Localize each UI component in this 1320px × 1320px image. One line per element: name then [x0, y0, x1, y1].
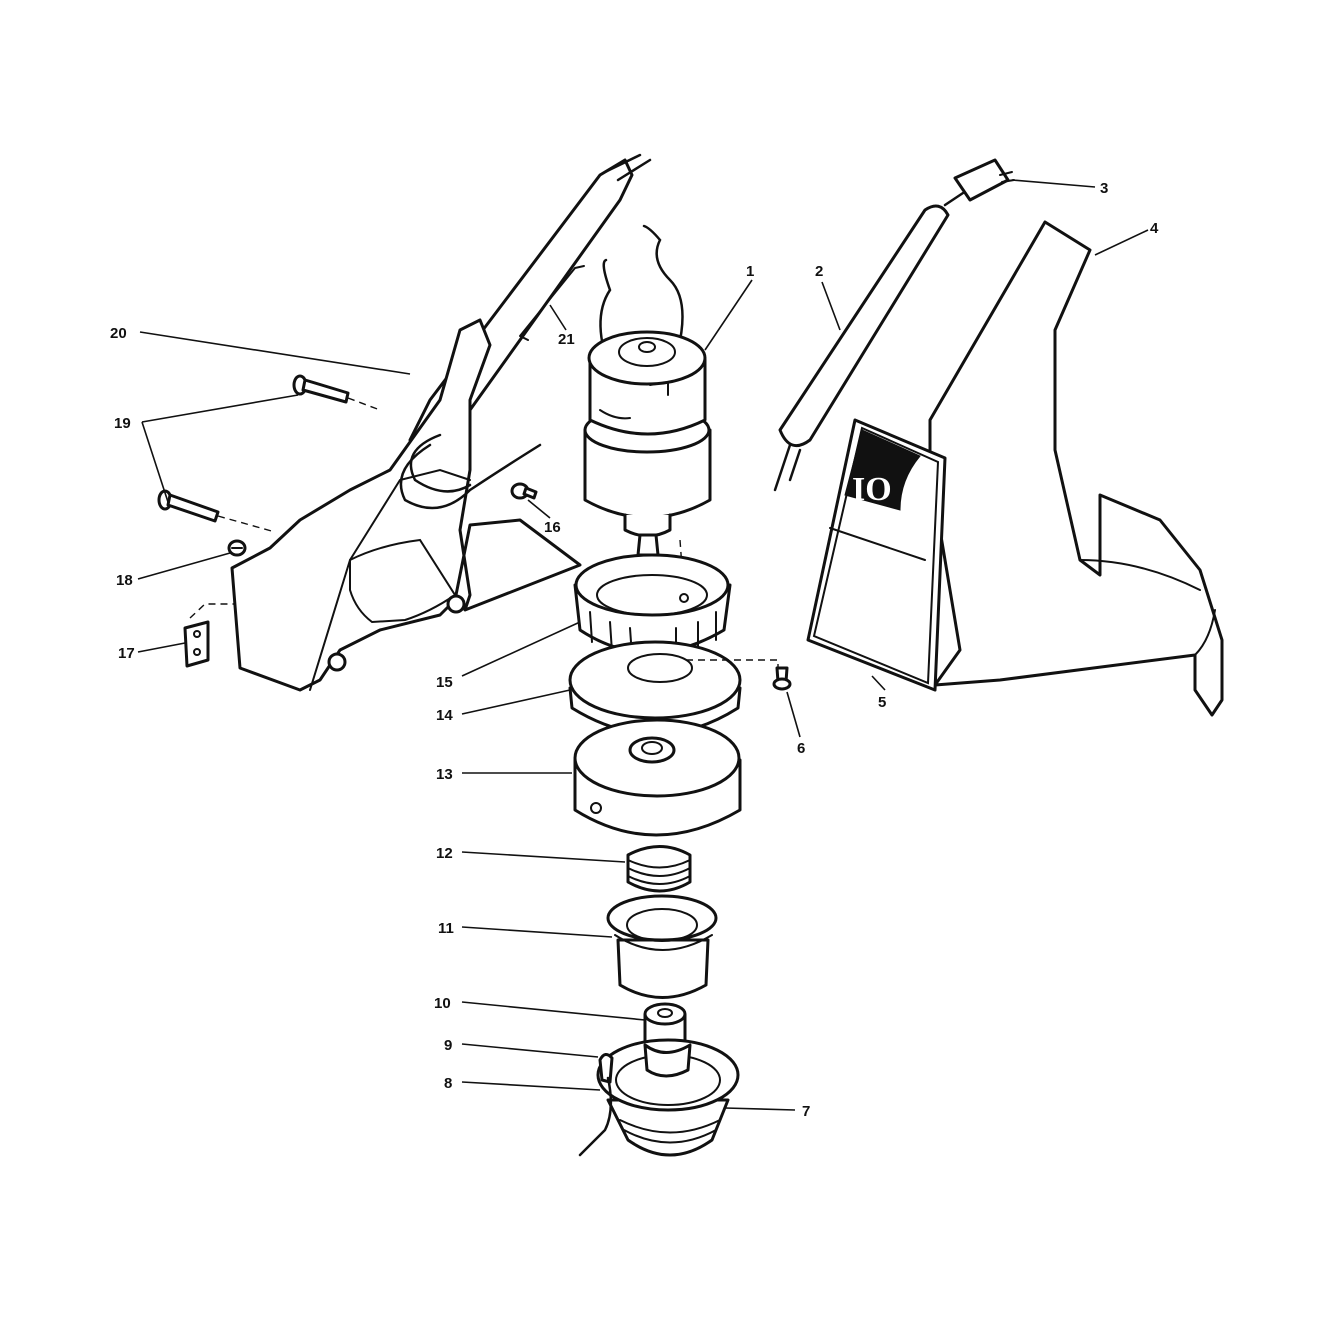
handle-insert: [519, 265, 585, 341]
spool-housing: [573, 718, 742, 837]
power-plug: [953, 158, 1015, 202]
callout-21: 21: [558, 331, 575, 348]
callout-18: 18: [116, 572, 133, 589]
callout-14: 14: [436, 707, 453, 724]
long-screw-upper: [292, 374, 350, 404]
spring: [626, 845, 692, 893]
callout-5: 5: [878, 694, 886, 711]
motor-screw: [510, 482, 538, 500]
callout-13: 13: [436, 766, 453, 783]
cover-screw: [772, 666, 792, 691]
callout-11: 11: [438, 920, 454, 937]
callout-15: 15: [436, 674, 453, 691]
right-housing-half: [928, 220, 1224, 717]
line-eyelet: [598, 1053, 614, 1084]
callout-2: 2: [815, 263, 823, 280]
line-spool: [606, 894, 718, 999]
callout-6: 6: [797, 740, 805, 757]
callout-4: 4: [1150, 220, 1159, 237]
long-screw-lower: [157, 489, 220, 523]
callout-12: 12: [436, 845, 453, 862]
motor: [583, 224, 712, 538]
callout-17: 17: [118, 645, 135, 662]
spool-collar: [573, 553, 732, 657]
screw-axis-line: [217, 397, 381, 533]
blade-plate: [183, 603, 235, 668]
trimmer-line: [578, 1076, 613, 1157]
callout-8: 8: [444, 1075, 452, 1092]
leader-lines: [137, 179, 1149, 1111]
callout-7: 7: [802, 1103, 810, 1120]
spool-cover: [568, 640, 779, 736]
callout-20: 20: [110, 325, 127, 342]
callout-9: 9: [444, 1037, 452, 1054]
decal-label: IO: [806, 418, 947, 692]
callout-10: 10: [434, 995, 451, 1012]
callout-1: 1: [746, 263, 754, 280]
left-housing-half: [230, 153, 652, 692]
callout-16: 16: [544, 519, 561, 536]
callout-3: 3: [1100, 180, 1108, 197]
callout-19: 19: [114, 415, 131, 432]
callout-labels: 1 2 3 4 5 6 7 8 9 10 11 12 13 14 15 16 1…: [110, 180, 1159, 1120]
small-screw: [227, 539, 247, 557]
decal-text: IO: [852, 471, 892, 508]
bump-reel: [596, 1038, 740, 1157]
